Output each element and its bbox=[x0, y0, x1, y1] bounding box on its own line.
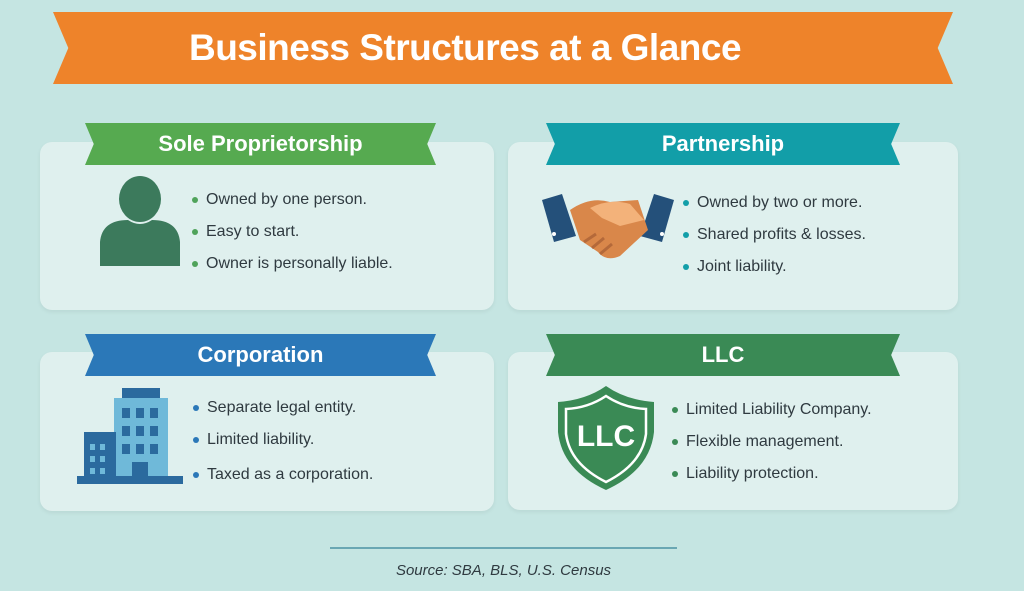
bullet-text: Separate legal entity. bbox=[207, 399, 357, 416]
section-title: Partnership bbox=[661, 131, 785, 156]
list-item: Owned by two or more. bbox=[683, 187, 866, 219]
bullet-text: Owner is personally liable. bbox=[206, 255, 393, 272]
ribbon-corporation bbox=[85, 334, 436, 376]
section-title: Sole Proprietorship bbox=[158, 131, 363, 156]
bullet-text: Easy to start. bbox=[206, 223, 300, 240]
source-text: Source: SBA, BLS, U.S. Census bbox=[395, 562, 612, 579]
bullet-list: Owned by two or more. Shared profits & l… bbox=[683, 187, 866, 283]
ribbon-partnership bbox=[546, 123, 900, 165]
bullet-list: Limited Liability Company. Flexible mana… bbox=[672, 394, 872, 490]
list-item: Owned by one person. bbox=[192, 184, 393, 216]
shield-text: LLC bbox=[577, 420, 635, 453]
person-icon bbox=[100, 176, 180, 266]
bullet-text: Joint liability. bbox=[697, 258, 787, 275]
bullet-dot bbox=[683, 200, 689, 206]
bullet-dot bbox=[683, 232, 689, 238]
list-item: Shared profits & losses. bbox=[683, 219, 866, 251]
list-item: Separate legal entity. bbox=[193, 392, 373, 424]
list-item: Easy to start. bbox=[192, 216, 393, 248]
building-icon bbox=[77, 388, 183, 484]
list-item: Taxed as a corporation. bbox=[193, 459, 373, 491]
bullet-text: Owned by two or more. bbox=[697, 194, 863, 211]
page-title: Business Structures at a Glance bbox=[188, 27, 742, 68]
bullet-dot bbox=[193, 472, 199, 478]
section-title: Corporation bbox=[197, 342, 324, 367]
bullet-dot bbox=[683, 264, 689, 270]
bullet-dot bbox=[192, 229, 198, 235]
bullet-dot bbox=[672, 439, 678, 445]
bullet-list: Separate legal entity. Limited liability… bbox=[193, 392, 373, 491]
bullet-text: Flexible management. bbox=[686, 433, 844, 450]
bullet-text: Liability protection. bbox=[686, 465, 819, 482]
ribbon-sole-proprietorship bbox=[85, 123, 436, 165]
bullet-text: Taxed as a corporation. bbox=[207, 466, 374, 483]
bullet-dot bbox=[193, 437, 199, 443]
bullet-dot bbox=[192, 261, 198, 267]
list-item: Joint liability. bbox=[683, 251, 866, 283]
ribbon-llc bbox=[546, 334, 900, 376]
bullet-dot bbox=[192, 197, 198, 203]
bullet-dot bbox=[193, 405, 199, 411]
section-title: LLC bbox=[701, 342, 745, 367]
list-item: Liability protection. bbox=[672, 458, 872, 490]
bullet-text: Limited Liability Company. bbox=[686, 401, 872, 418]
bullet-text: Shared profits & losses. bbox=[697, 226, 866, 243]
bullet-list: Owned by one person. Easy to start. Owne… bbox=[192, 184, 393, 280]
bullet-text: Owned by one person. bbox=[206, 191, 367, 208]
list-item: Flexible management. bbox=[672, 426, 872, 458]
bullet-text: Limited liability. bbox=[207, 431, 315, 448]
handshake-icon bbox=[542, 194, 674, 259]
list-item: Limited Liability Company. bbox=[672, 394, 872, 426]
source-divider bbox=[330, 547, 677, 549]
shield-icon: LLC bbox=[558, 386, 654, 490]
bullet-dot bbox=[672, 471, 678, 477]
bullet-dot bbox=[672, 407, 678, 413]
list-item: Owner is personally liable. bbox=[192, 248, 393, 280]
list-item: Limited liability. bbox=[193, 424, 373, 456]
title-banner bbox=[53, 12, 953, 84]
